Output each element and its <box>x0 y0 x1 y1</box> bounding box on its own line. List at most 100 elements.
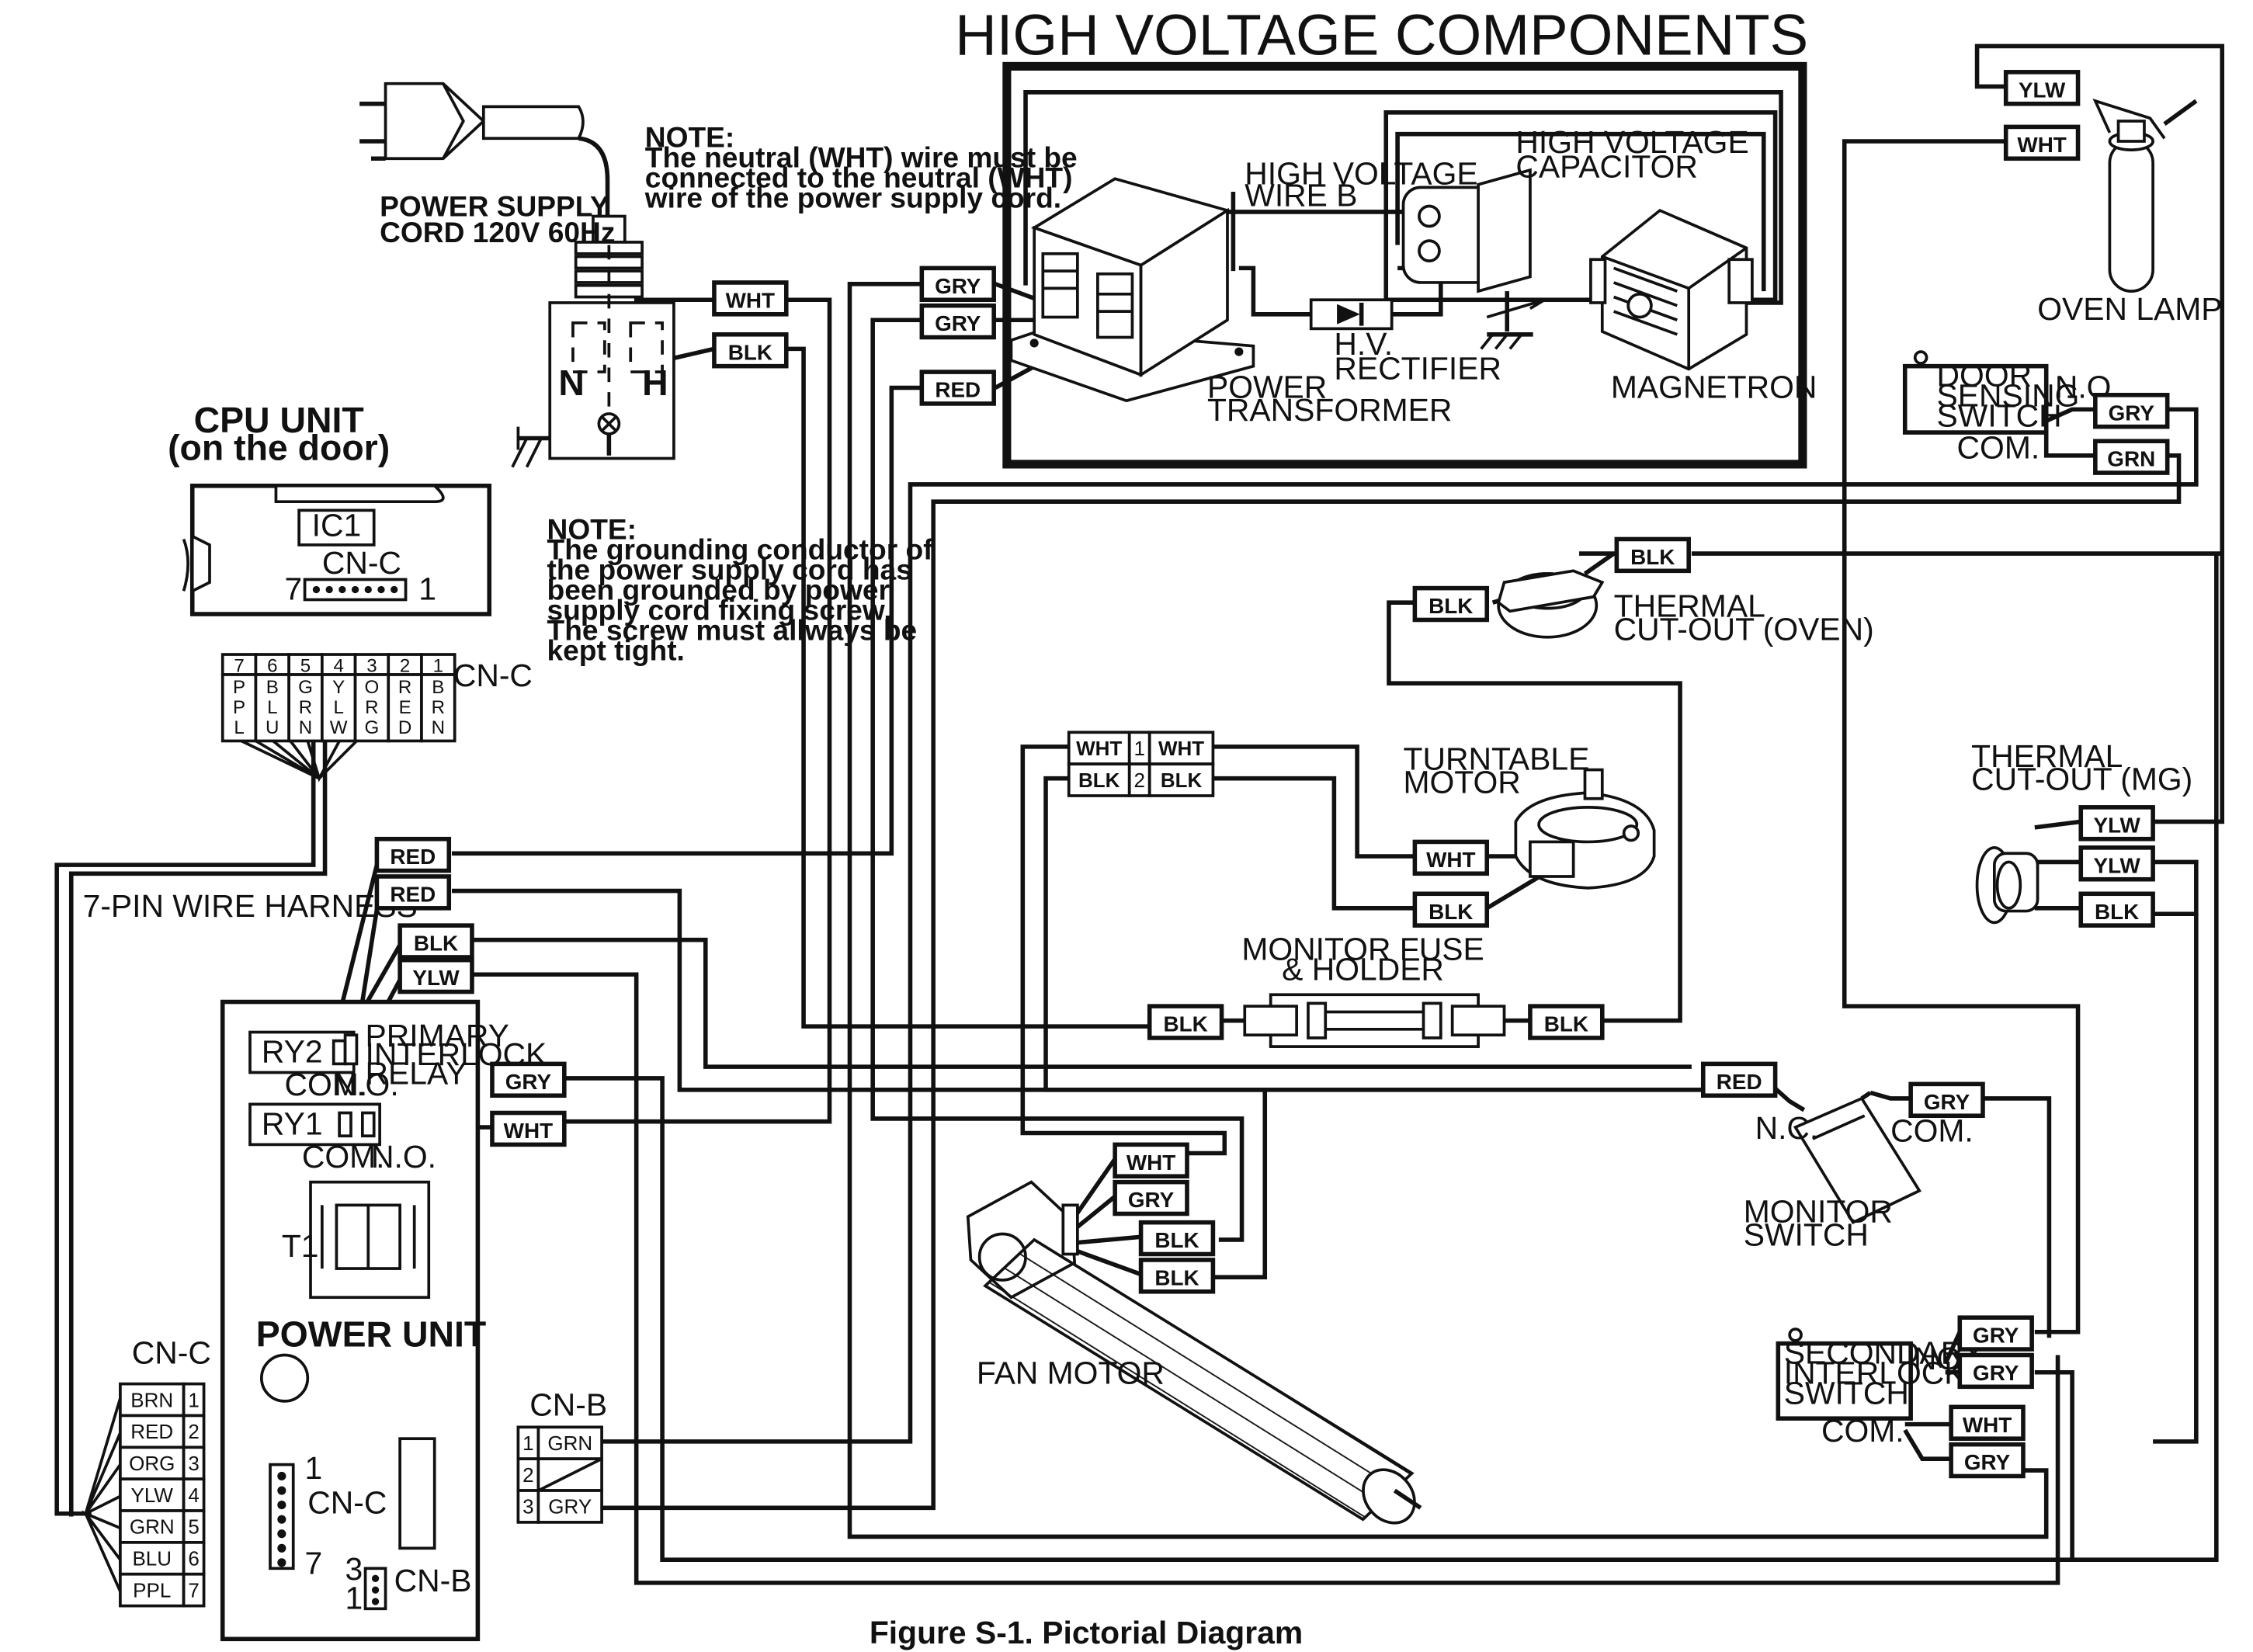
wire-tag-tr-red: RED <box>919 370 996 406</box>
svg-text:2: 2 <box>1133 769 1144 792</box>
transformer-t1-icon <box>309 1180 431 1300</box>
buzzer-icon <box>260 1353 310 1403</box>
thermal-cutout-mg-icon <box>1975 845 2040 925</box>
turntable-motor-icon <box>1514 768 1656 890</box>
svg-text:ORG: ORG <box>129 1452 175 1475</box>
svg-text:BLK: BLK <box>1078 769 1120 792</box>
svg-text:2: 2 <box>188 1420 199 1443</box>
cord-clamp-icon <box>548 214 675 460</box>
wire-tag-tco-blk-left: BLK <box>1412 585 1490 623</box>
hv-capacitor-icon <box>1401 168 1546 319</box>
cn-c-connector-label: CN-C <box>132 1335 211 1371</box>
svg-text:GRN: GRN <box>547 1432 592 1455</box>
svg-text:RED: RED <box>398 677 411 738</box>
cpu-unit-label: CPU UNIT(on the door) <box>168 400 390 467</box>
magnetron-label: MAGNETRON <box>1611 370 1817 405</box>
ry2-com-label: COM. <box>285 1067 368 1102</box>
svg-text:2: 2 <box>522 1463 533 1487</box>
cn-b-label: CN-B <box>529 1386 607 1422</box>
ground-icon <box>511 426 550 468</box>
ry1-com-label: COM. <box>302 1139 385 1175</box>
svg-text:WHT: WHT <box>1963 1413 2012 1437</box>
magnetron-icon <box>1589 208 1754 371</box>
svg-text:YLW: YLW <box>2094 853 2141 877</box>
svg-text:BLK: BLK <box>728 340 772 364</box>
svg-text:RED: RED <box>390 882 436 906</box>
t1-label: T1 <box>282 1228 319 1264</box>
svg-text:2: 2 <box>400 655 410 676</box>
svg-text:3: 3 <box>366 655 377 676</box>
power-transformer-icon <box>1009 177 1255 403</box>
high-voltage-box <box>1002 61 1807 469</box>
cn-c-table-label: CN-C <box>453 658 533 693</box>
wire-tag-sec-gry3: GRY <box>1949 1442 2026 1479</box>
neutral-label: N <box>558 363 585 403</box>
secondary-interlock-switch <box>1776 1341 1913 1421</box>
svg-text:1: 1 <box>433 655 443 676</box>
svg-text:5: 5 <box>188 1515 199 1539</box>
svg-text:1: 1 <box>188 1388 199 1411</box>
wire-tag-lamp-wht: WHT <box>2003 124 2081 161</box>
svg-text:BLK: BLK <box>414 932 458 956</box>
svg-text:YLW: YLW <box>2094 813 2141 837</box>
wire-tag-ry2-red2: RED <box>374 874 452 911</box>
wire-tag-door-gry: GRY <box>2093 393 2170 429</box>
svg-text:BLK: BLK <box>1154 1228 1199 1252</box>
monitor-fuse-label: MONITOR FUSE& HOLDER <box>1241 932 1484 987</box>
cpu-pin-7-label: 7 <box>285 571 303 606</box>
svg-text:5: 5 <box>300 655 311 676</box>
power-unit-label: POWER UNIT <box>256 1314 486 1354</box>
svg-text:YLW: YLW <box>131 1484 174 1507</box>
svg-text:6: 6 <box>188 1547 199 1570</box>
svg-text:7: 7 <box>234 655 244 676</box>
svg-text:BLU: BLU <box>132 1547 172 1570</box>
power-plug-icon <box>359 82 610 217</box>
ic1-label: IC1 <box>312 508 362 543</box>
ry1-no-label: N.O. <box>371 1139 436 1175</box>
monitor-fuse-icon <box>1243 993 1506 1048</box>
wire-tag-sec-gry2: GRY <box>1957 1352 2034 1390</box>
oven-lamp-label: OVEN LAMP <box>2037 291 2222 327</box>
monitor-com-label: COM. <box>1890 1113 1974 1149</box>
pu-component <box>398 1437 436 1550</box>
wire-tag-ry2-ylw: YLW <box>397 957 474 994</box>
svg-text:BLK: BLK <box>1164 1012 1208 1036</box>
oven-lamp-icon <box>2092 98 2198 293</box>
ground-icon <box>1480 314 1533 350</box>
fan-motor-label: FAN MOTOR <box>977 1355 1165 1391</box>
wire-tags: WHTBLKGRYGRYREDYLWWHTGRYGRNBLKBLKWHTBLKY… <box>374 70 2170 1479</box>
wire-tag-ry2-blk: BLK <box>397 923 474 960</box>
wire-tag-fan-wht: WHT <box>1113 1142 1189 1179</box>
svg-text:GRY: GRY <box>1924 1090 1970 1114</box>
wire-tag-fan-blk1: BLK <box>1138 1220 1216 1257</box>
wire-tag-ry1-wht: WHT <box>490 1110 567 1147</box>
svg-text:YLW: YLW <box>330 677 348 738</box>
svg-text:GRY: GRY <box>2109 401 2155 425</box>
svg-text:GRY: GRY <box>1973 1324 2019 1348</box>
wire-tag-door-grn: GRN <box>2093 439 2170 475</box>
svg-text:BRN: BRN <box>130 1388 173 1411</box>
svg-text:GRY: GRY <box>1128 1188 1175 1212</box>
svg-text:GRY: GRY <box>505 1070 552 1094</box>
wire-tag-cord-blk: BLK <box>712 332 789 369</box>
svg-text:GRY: GRY <box>935 311 981 335</box>
relay-ry1 <box>248 1102 381 1147</box>
svg-text:1: 1 <box>522 1432 533 1455</box>
wire-tag-mg-blk: BLK <box>2078 891 2155 928</box>
wire-tag-tt-wht: WHT <box>1412 839 1490 876</box>
pu-cn-b-label: CN-B <box>394 1563 472 1598</box>
